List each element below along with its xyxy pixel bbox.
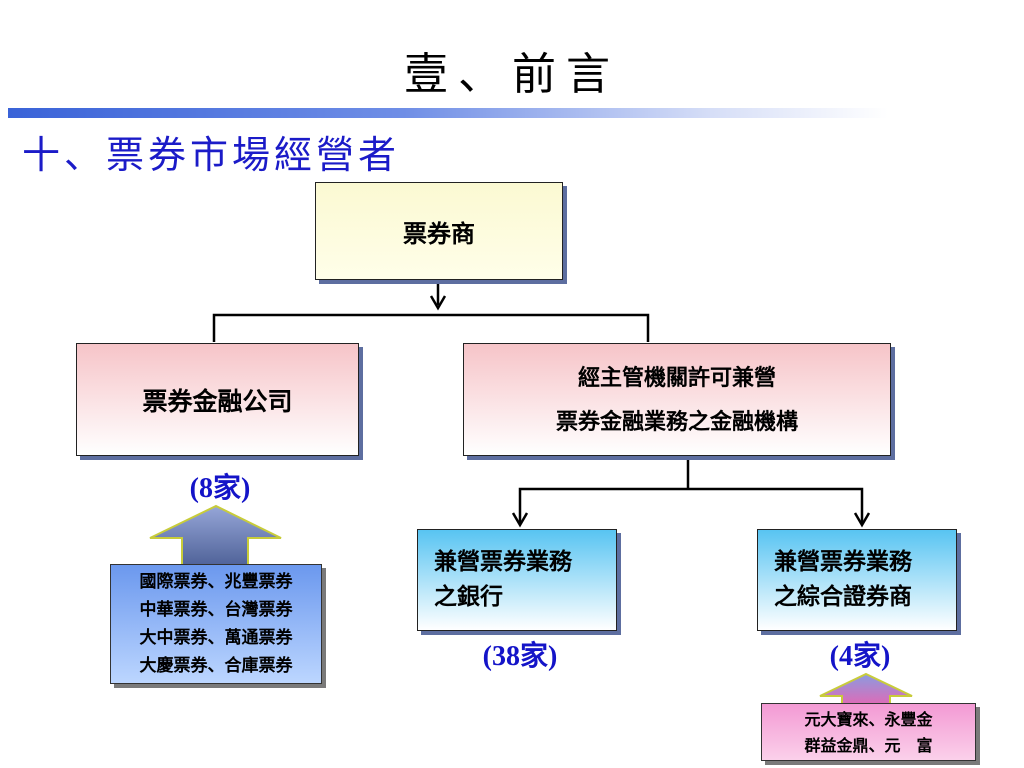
node-bills-finance-company: 票券金融公司 [76,343,359,456]
count-bills-finance-company: (8家) [189,473,251,504]
node-approved-institution: 經主管機關許可兼營 票券金融業務之金融機構 [463,343,891,456]
left-members-arrow [149,504,282,567]
node-bills-finance-company-label: 票券金融公司 [142,386,293,416]
root-branch-connector [212,313,650,342]
root-down-connector [429,282,447,311]
node-securities-firms-line2: 之綜合證券商 [774,583,912,610]
member-row: 群益金鼎、元 富 [804,736,933,755]
member-row: 中華票券、台灣票券 [139,600,293,620]
count-banks: (38家) [482,641,558,672]
title-divider [8,108,888,118]
right-members-arrow [819,672,913,706]
member-row: 國際票券、兆豐票券 [139,572,293,592]
node-banks: 兼營票券業務 之銀行 [417,529,617,631]
node-securities-firms: 兼營票券業務 之綜合證券商 [757,529,957,631]
slide-title: 壹、前言 [404,49,620,100]
members-securities-firms: 元大寶來、永豐金 群益金鼎、元 富 [761,703,976,761]
node-bills-dealer-label: 票券商 [403,218,475,248]
node-banks-line2: 之銀行 [434,583,503,610]
institution-branch-connector [511,458,871,528]
members-bills-finance-company: 國際票券、兆豐票券 中華票券、台灣票券 大中票券、萬通票券 大慶票券、合庫票券 [110,564,322,684]
count-securities-firms: (4家) [829,641,891,672]
member-row: 元大寶來、永豐金 [804,710,933,729]
node-banks-line1: 兼營票券業務 [434,548,572,575]
member-row: 大慶票券、合庫票券 [139,656,293,676]
section-heading: 十、票券市場經營者 [22,133,401,177]
node-bills-dealer: 票券商 [315,182,563,280]
node-securities-firms-line1: 兼營票券業務 [774,548,912,575]
node-approved-institution-line1: 經主管機關許可兼營 [577,364,776,391]
member-row: 大中票券、萬通票券 [139,628,293,648]
node-approved-institution-line2: 票券金融業務之金融機構 [555,408,798,435]
